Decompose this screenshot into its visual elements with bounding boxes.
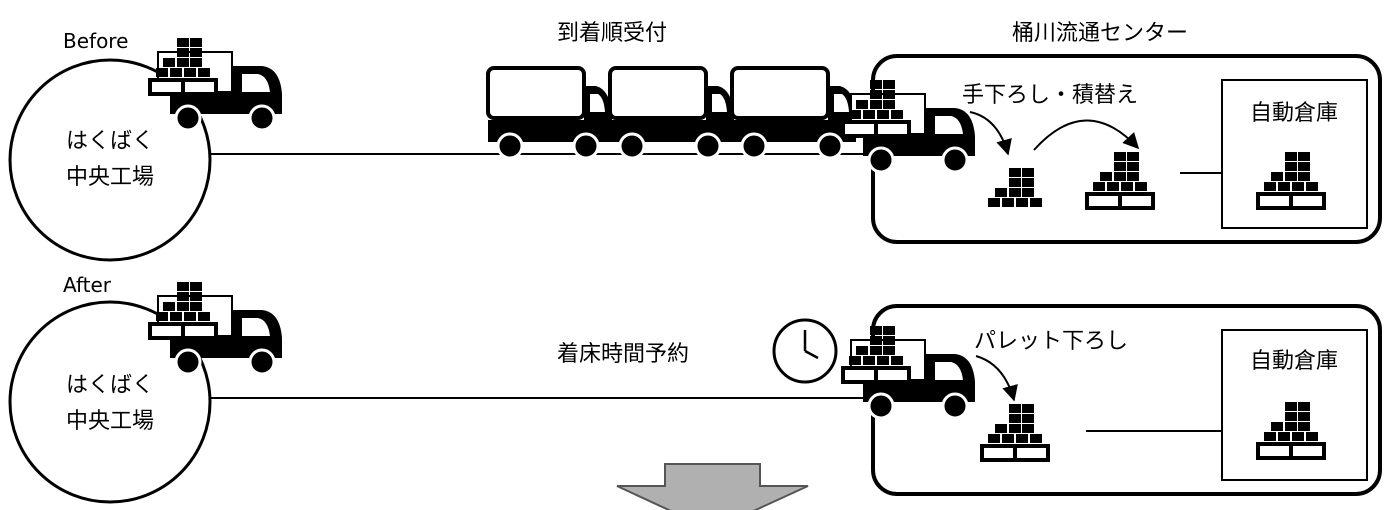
booking-label: 着床時間予約: [557, 342, 689, 367]
before-unload-arrow: [969, 111, 1012, 156]
after-handling-label: パレット下ろし: [974, 329, 1128, 354]
after-unload-arrow: [975, 355, 1018, 402]
before-factory-circle: [8, 58, 212, 262]
before-repack-arrow: [1033, 119, 1140, 151]
clock-icon: [772, 318, 838, 384]
after-arrived-truck-icon: [843, 326, 975, 418]
after-label: After: [63, 273, 112, 297]
before-warehouse-label: 自動倉庫: [1250, 101, 1338, 126]
queued-truck-3-icon: [730, 66, 858, 160]
down-arrow-icon: [616, 463, 809, 510]
queued-truck-2-icon: [608, 66, 736, 160]
before-label: Before: [63, 29, 128, 53]
queue-label: 到着順受付: [557, 21, 667, 46]
center-name: 桶川流通センター: [1012, 21, 1188, 46]
after-factory-name-line1: はくばく: [66, 373, 154, 398]
before-arrived-truck-icon: [843, 80, 975, 172]
before-loose-boxes-icon: [988, 168, 1042, 207]
after-factory-circle: [8, 300, 212, 504]
after-warehouse-label: 自動倉庫: [1250, 349, 1338, 374]
before-factory-name-line1: はくばく: [66, 129, 154, 154]
before-repacked-pallet-icon: [1087, 152, 1153, 208]
before-factory-name-line2: 中央工場: [66, 165, 154, 190]
after-unloaded-pallet-icon: [982, 404, 1048, 460]
queued-truck-1-icon: [486, 66, 614, 160]
before-handling-label: 手下ろし・積替え: [962, 83, 1138, 108]
after-factory-name-line2: 中央工場: [66, 409, 154, 434]
